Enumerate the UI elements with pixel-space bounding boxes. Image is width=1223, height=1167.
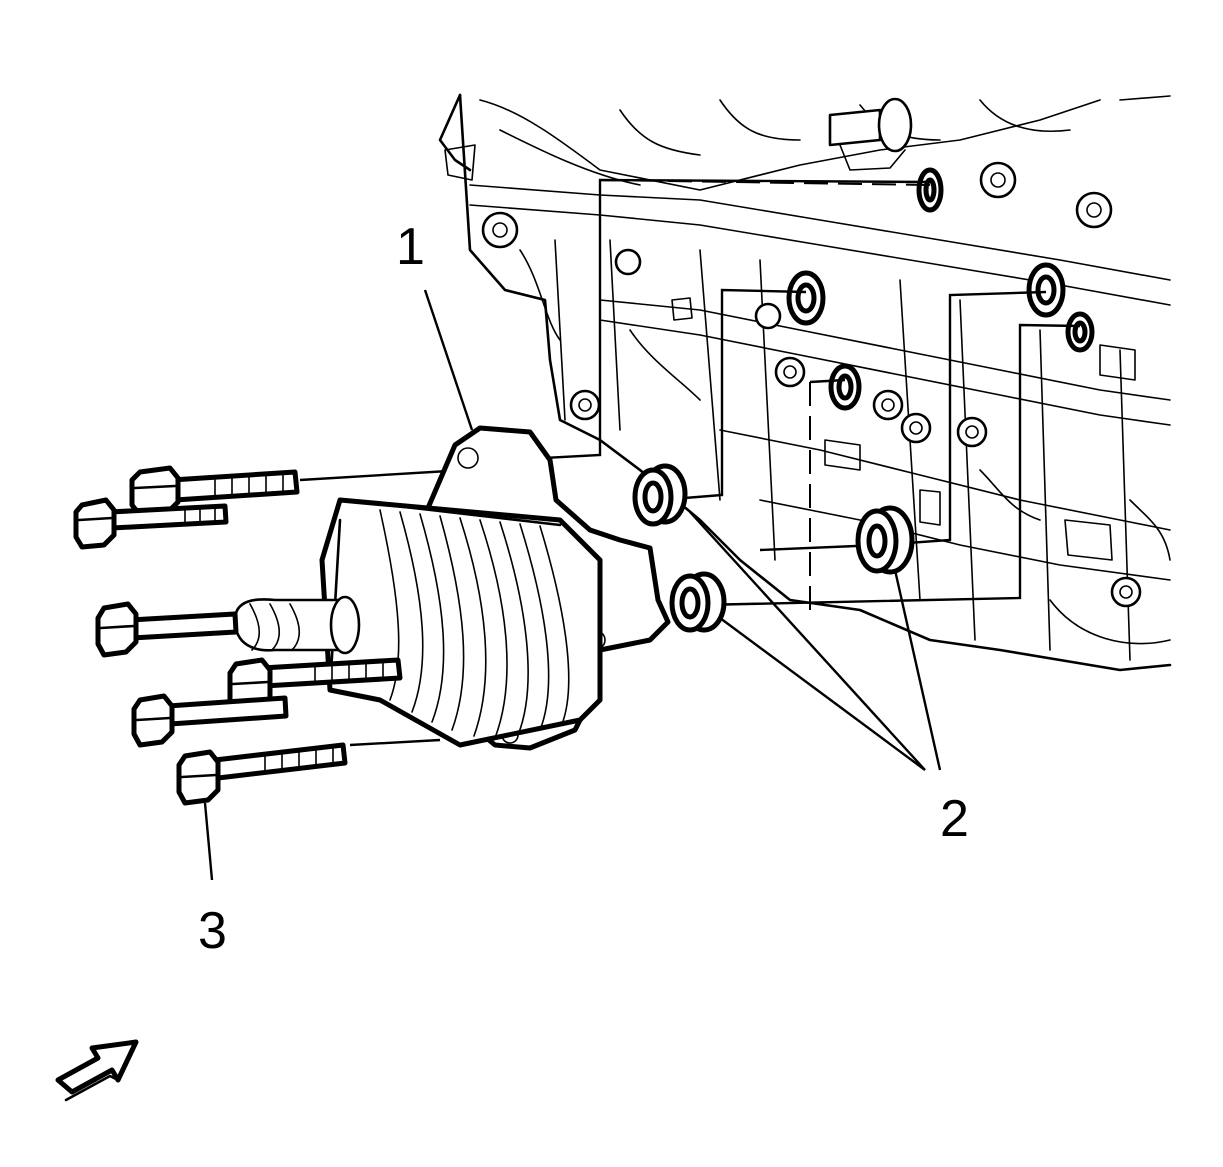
leader-2a (689, 511, 926, 771)
bolt-6 (176, 742, 348, 806)
bolt-1 (129, 465, 300, 518)
callout-3: 3 (198, 902, 227, 960)
bolt-3 (95, 601, 239, 658)
leader-3 (203, 802, 214, 881)
callout-2: 2 (940, 790, 969, 848)
cooler-fins (379, 509, 570, 739)
callout-leaders (203, 289, 942, 881)
oil-cooler (233, 425, 671, 751)
callout-1: 1 (396, 218, 425, 276)
callout-labels: 1 2 3 (198, 218, 969, 960)
seal-center (855, 505, 915, 575)
bolt-4 (227, 657, 403, 714)
loose-seals (632, 463, 915, 633)
bolt-2 (73, 497, 229, 550)
engine-port-seals (786, 167, 1095, 411)
bolt-5 (131, 693, 289, 748)
leader-1 (423, 289, 474, 431)
leader-2b (719, 617, 926, 771)
view-direction-arrow-icon (55, 1039, 139, 1102)
bolts (73, 465, 403, 806)
leader-2c (893, 569, 942, 771)
seal-lower-left (669, 571, 727, 633)
seal-upper-left (632, 463, 688, 527)
